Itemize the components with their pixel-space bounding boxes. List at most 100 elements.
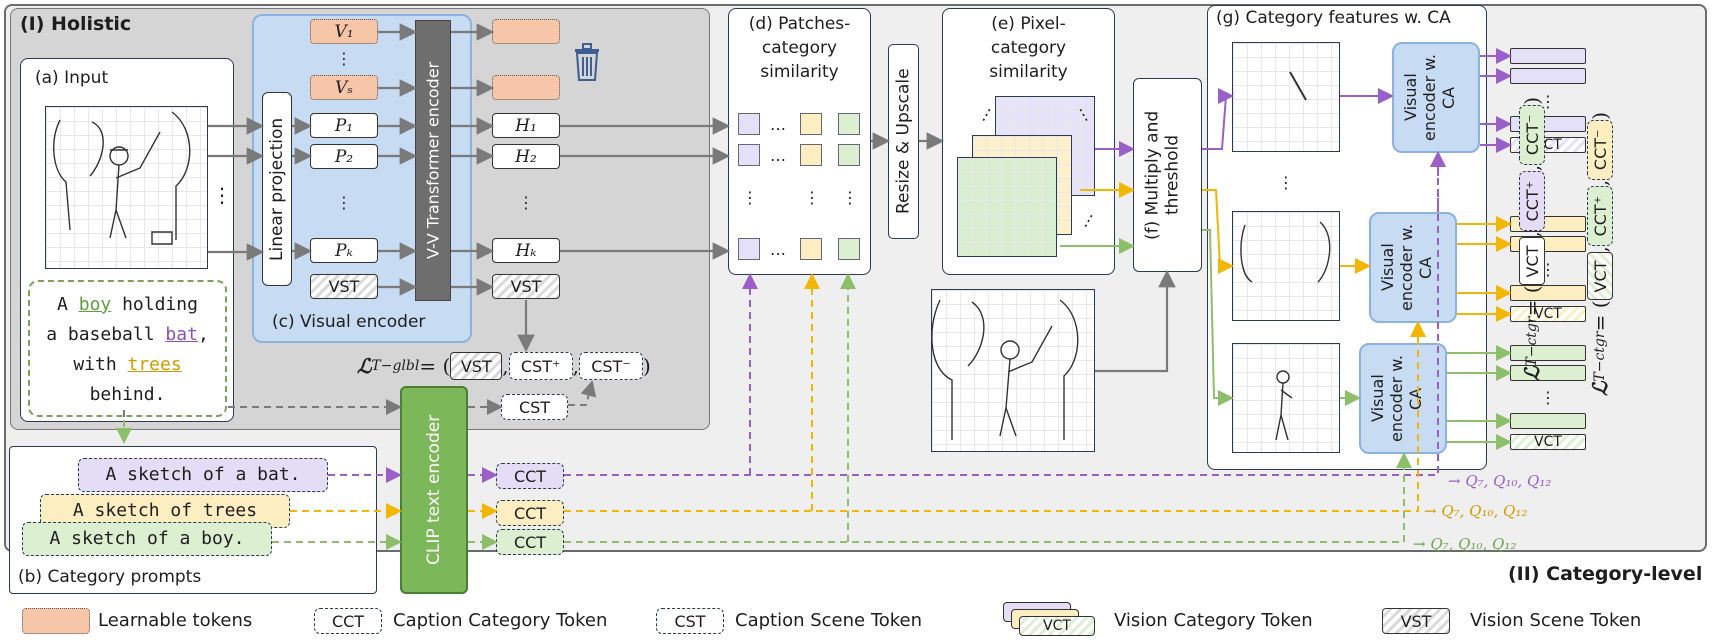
caption-line-2: a baseball bat,	[46, 324, 209, 345]
linear-projection: Linear projection	[262, 92, 292, 286]
resize-upscale: Resize & Upscale	[888, 44, 919, 239]
legend-vct-swatch: VCT	[1019, 616, 1095, 636]
legend-cst-label: Caption Scene Token	[735, 610, 923, 631]
patch-cell	[738, 238, 760, 260]
vct-token: VCT	[1510, 306, 1586, 322]
category-sketch-bat	[1232, 42, 1340, 152]
tokens-dots-mid: ⋮	[336, 192, 352, 212]
legend-cct-label: Caption Category Token	[393, 610, 608, 631]
visual-encoder-ca-boy: Visual encoder w. CA	[1359, 343, 1447, 454]
visual-encoder-ca-bat: Visual encoder w. CA	[1392, 42, 1480, 153]
patch-cell	[838, 113, 860, 135]
transformer-encoder: V-V Transformer encoder	[415, 20, 451, 301]
token-cst: CST	[501, 394, 568, 420]
vct-token: VCT	[1510, 434, 1586, 450]
queries-trees: → Q₇, Q₁₀, Q₁₂	[1424, 502, 1528, 520]
tokens-dots-out: ⋮	[518, 192, 534, 212]
patch-cell	[838, 238, 860, 260]
legend-learnable-label: Learnable tokens	[98, 610, 253, 631]
visual-encoder-ca-trees: Visual encoder w. CA	[1369, 212, 1457, 323]
patch-cell	[838, 144, 860, 166]
queries-bat: → Q₇, Q₁₀, Q₁₂	[1448, 472, 1552, 490]
queries-boy: → Q₇, Q₁₀, Q₁₂	[1413, 535, 1517, 553]
patch-cell	[800, 113, 822, 135]
legend-vct-label: Vision Category Token	[1114, 610, 1313, 631]
input-dots: ⋮	[212, 183, 232, 207]
patch-ellipsis: …	[770, 239, 786, 259]
loss-ctgr-2-cct-plus: CCT⁺	[1587, 186, 1613, 247]
caption-word-bat: bat	[165, 324, 198, 345]
category-level-title: (II) Category-level	[1508, 563, 1703, 585]
patch-cell	[800, 144, 822, 166]
patch-ellipsis: …	[770, 114, 786, 134]
trash-icon	[575, 43, 599, 81]
loss-ctgr-1-vct: VCT	[1519, 237, 1545, 286]
sketch-image-copy	[931, 289, 1095, 452]
pixel-title: (e) Pixel- category similarity	[989, 14, 1068, 82]
patch-cell	[738, 113, 760, 135]
clip-text-encoder: CLIP text encoder	[400, 386, 468, 594]
tokens-dots-top: ⋮	[336, 48, 352, 68]
token-out-learn-2	[492, 75, 560, 100]
token-v1: V₁	[310, 19, 378, 44]
prompt-boy: A sketch of a boy.	[22, 522, 272, 556]
category-prompts-title: (b) Category prompts	[18, 567, 202, 587]
patch-ellipsis: …	[770, 145, 786, 165]
token-h1: H₁	[492, 113, 560, 138]
patch-ellipsis: ⋮	[842, 187, 858, 207]
token-cct-trees: CCT	[496, 500, 564, 526]
loss-ctgr-2-vct: VCT	[1587, 252, 1613, 301]
loss-ctgr-1-cct-minus: CCT⁻	[1519, 104, 1545, 165]
token-h2: H₂	[492, 144, 560, 169]
token-p2: P₂	[310, 144, 378, 169]
pixel-map-boy	[957, 157, 1057, 257]
patch-cell	[738, 144, 760, 166]
caption-box	[28, 280, 227, 417]
category-sketch-trees	[1232, 211, 1340, 321]
loss-glbl-cst-plus: CST⁺	[508, 352, 573, 380]
holistic-title: (I) Holistic	[20, 13, 132, 35]
caption-word-boy: boy	[78, 294, 112, 315]
token-cct-boy: CCT	[496, 529, 564, 555]
loss-ctgr-1-cct-plus: CCT⁺	[1519, 171, 1545, 232]
category-features-title: (g) Category features w. CA	[1216, 8, 1451, 28]
legend-learnable-swatch	[22, 608, 90, 634]
patch-ellipsis	[766, 186, 790, 208]
caption-word-trees: trees	[127, 354, 182, 375]
visual-encoder-title: (c) Visual encoder	[272, 312, 426, 332]
legend-cst-swatch: CST	[656, 608, 724, 634]
token-vst-out: VST	[492, 274, 560, 299]
token-vst-in: VST	[310, 274, 378, 299]
bar-dots: ⋮	[1540, 387, 1556, 407]
legend: Learnable tokens CCT Caption Category To…	[0, 600, 1713, 640]
loss-glbl-cst-minus: CST⁻	[579, 352, 643, 380]
caption-line-1: A boy holding	[57, 294, 198, 315]
loss-ctgr-2-cct-minus: CCT⁻	[1587, 119, 1613, 180]
multiply-threshold: (f) Multiply and threshold	[1133, 78, 1202, 272]
token-out-learn-1	[492, 19, 560, 44]
category-sketch-boy	[1232, 343, 1340, 453]
token-p1: P₁	[310, 113, 378, 138]
caption-text: A boy holding a baseball bat, with trees…	[30, 290, 225, 410]
token-hk: Hₖ	[492, 238, 560, 263]
legend-vst-label: Vision Scene Token	[1470, 610, 1642, 631]
legend-cct-swatch: CCT	[314, 608, 382, 634]
legend-vst-swatch: VST	[1382, 608, 1450, 634]
input-title: (a) Input	[35, 68, 109, 88]
category-sketch-dots: ⋮	[1278, 172, 1294, 192]
prompt-bat: A sketch of a bat.	[78, 458, 328, 492]
token-vs: Vₛ	[310, 75, 378, 100]
patch-ellipsis: ⋮	[804, 187, 820, 207]
caption-line-3: with trees	[73, 354, 182, 375]
loss-glbl-vst: VST	[450, 352, 503, 380]
patches-title: (d) Patches- category similarity	[748, 14, 851, 82]
input-sketch-image	[45, 106, 208, 269]
patch-ellipsis: ⋮	[742, 187, 758, 207]
token-pk: Pₖ	[310, 238, 378, 263]
bar-dots: ⋮	[1540, 91, 1556, 111]
token-cct-bat: CCT	[496, 463, 564, 489]
